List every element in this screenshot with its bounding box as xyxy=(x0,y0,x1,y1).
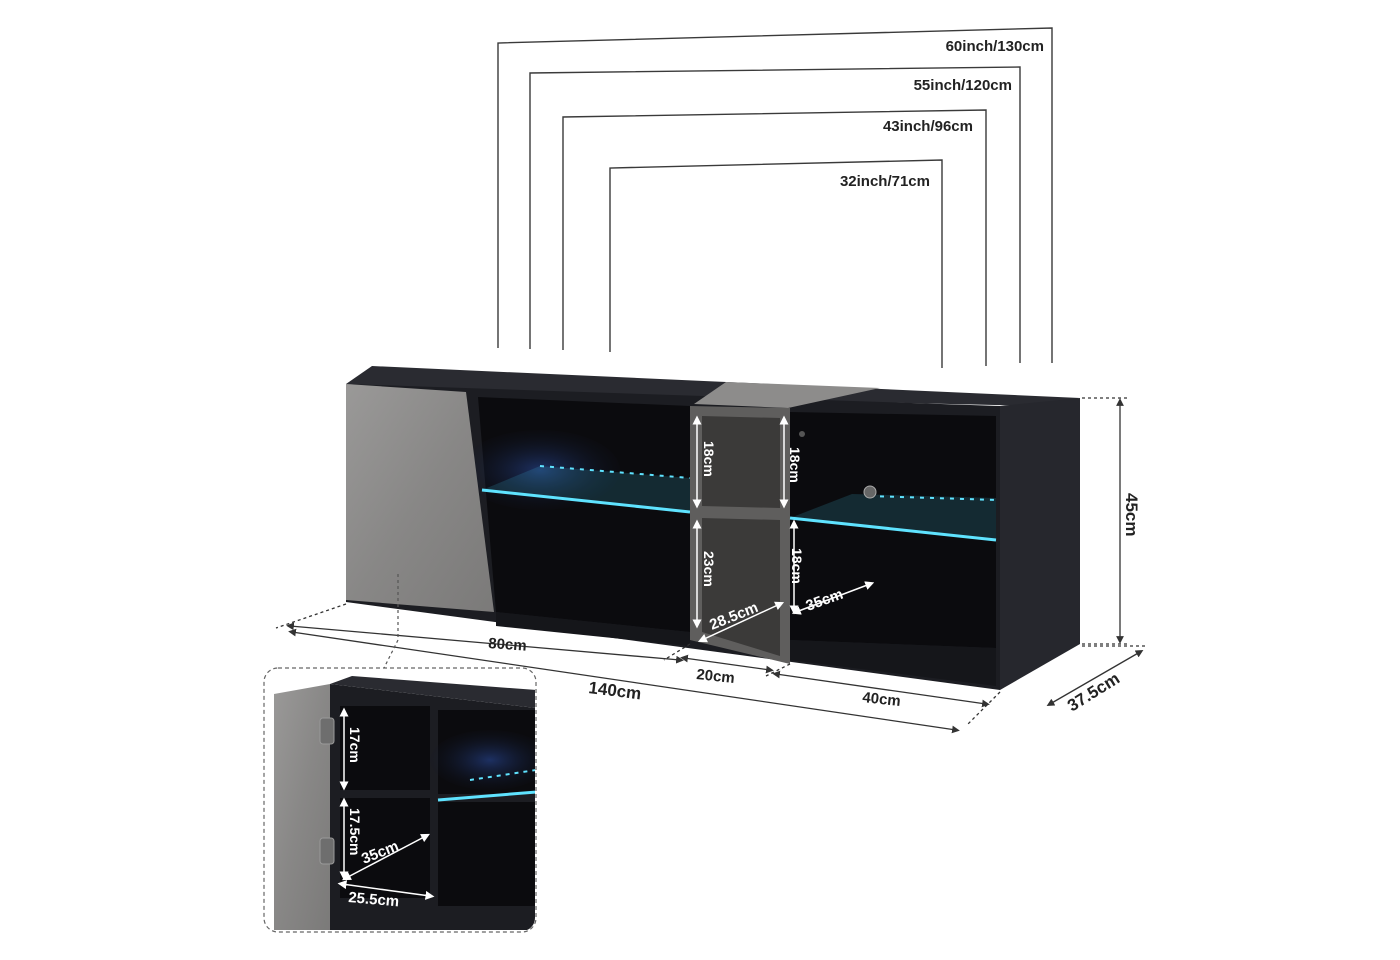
hinge-top-icon xyxy=(319,717,335,745)
cable-hole-icon xyxy=(863,485,877,499)
tv-label-60: 60inch/130cm xyxy=(946,38,1044,55)
left-shelf-led-front xyxy=(481,488,691,514)
right-upper-height-label: 18cm xyxy=(787,447,803,483)
left-compartment xyxy=(478,397,690,632)
tv-label-55: 55inch/120cm xyxy=(914,77,1012,94)
tv-outline-60 xyxy=(497,27,1053,363)
concrete-door xyxy=(346,384,494,612)
tv-size-labels: 60inch/130cm 55inch/120cm 43inch/96cm 32… xyxy=(840,38,1044,190)
concrete-top-strip xyxy=(694,382,880,408)
tv-label-43: 43inch/96cm xyxy=(883,118,973,135)
tv-label-32: 32inch/71cm xyxy=(840,173,930,190)
detail-width-label: 25.5cm xyxy=(348,889,400,910)
middle-width-label: 20cm xyxy=(696,666,736,687)
right-glass-shelf xyxy=(790,494,996,540)
hinge-bottom-icon xyxy=(319,837,335,865)
detail-upper-height-label: 17cm xyxy=(347,727,363,763)
tv-size-outlines xyxy=(497,27,1053,368)
dim-line-37-5 xyxy=(1046,650,1144,706)
tv-outline-43 xyxy=(562,109,987,366)
cabinet-plinth-right xyxy=(790,640,996,686)
right-lower-height-label: 18cm xyxy=(789,548,805,584)
left-width-label: 80cm xyxy=(488,635,527,655)
right-shelf-led-back xyxy=(869,495,997,501)
tv-outline-55 xyxy=(529,66,1021,363)
depth-label: 37.5cm xyxy=(1064,669,1123,716)
detail-door xyxy=(274,684,330,930)
height-label: 45cm xyxy=(1122,493,1141,536)
detail-lower-height-label: 17.5cm xyxy=(347,808,363,855)
middle-upper-height-label: 18cm xyxy=(701,441,717,477)
cabinet-side xyxy=(1000,398,1080,690)
remote-sensor-icon xyxy=(799,431,805,437)
tv-cabinet xyxy=(346,366,1080,690)
internal-dimensions xyxy=(692,415,875,643)
dim-line-140 xyxy=(288,628,960,734)
tv-outline-32 xyxy=(609,159,943,368)
right-width-label: 40cm xyxy=(862,689,902,710)
detail-inset: 17cm 17.5cm 35cm 25.5cm xyxy=(263,667,537,933)
left-blue-glow xyxy=(460,430,620,510)
zoom-leader xyxy=(383,574,399,669)
right-shelf-led-front xyxy=(789,516,997,542)
exterior-dimensions xyxy=(275,397,1148,734)
left-glass-shelf xyxy=(482,466,690,512)
middle-lower-height-label: 23cm xyxy=(701,551,717,587)
middle-upper-cell xyxy=(702,416,780,508)
cabinet-top xyxy=(346,366,1080,406)
